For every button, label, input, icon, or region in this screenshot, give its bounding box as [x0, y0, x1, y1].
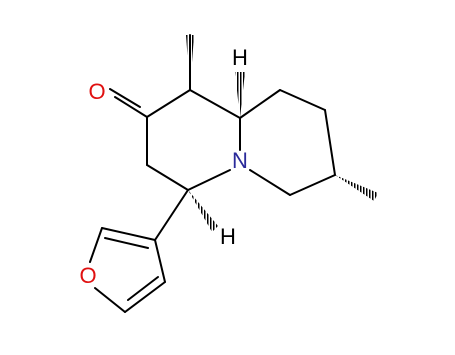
hash-wedge-c4-h [188, 190, 218, 232]
bond-furan-c3-c2-inner [104, 237, 149, 249]
bond-c4-furan [154, 189, 189, 241]
atom-n: N [232, 148, 248, 173]
hash-wedge-c7-methyl [335, 175, 378, 201]
bond-c6-n [249, 169, 291, 196]
bond-c9-c8 [279, 89, 326, 111]
bond-c4-n [187, 169, 231, 191]
bond-c1-c2 [146, 89, 191, 118]
bond-furan-c2-o [89, 227, 103, 263]
bond-c9a-c1 [189, 89, 241, 119]
bond-c2-o-b [109, 88, 141, 108]
bond-furan-c5-c4-inner [127, 276, 159, 301]
bond-c7-c6 [289, 174, 336, 196]
bond-furan-o-c5 [94, 287, 126, 313]
bonds [89, 34, 336, 313]
bond-furan-c4-c3 [154, 239, 166, 283]
atom-h-top: H [232, 45, 248, 70]
hashed-bonds [186, 35, 378, 232]
hash-wedge-c9a-h [235, 72, 245, 118]
atom-h-bottom: H [220, 224, 236, 249]
hash-wedge-c1-methyl [186, 35, 194, 90]
atom-labels: O N O H H [79, 45, 248, 288]
bond-c9a-c9 [239, 89, 281, 119]
bond-c3-c4 [146, 164, 189, 191]
bond-c8-c7 [324, 109, 336, 176]
bond-c2-o-a [114, 96, 148, 118]
bond-furan-c3-c2 [101, 227, 156, 241]
bond-furan-c5-c4 [124, 281, 166, 313]
atom-o-furan: O [79, 263, 96, 288]
atom-o-carbonyl: O [88, 79, 105, 104]
